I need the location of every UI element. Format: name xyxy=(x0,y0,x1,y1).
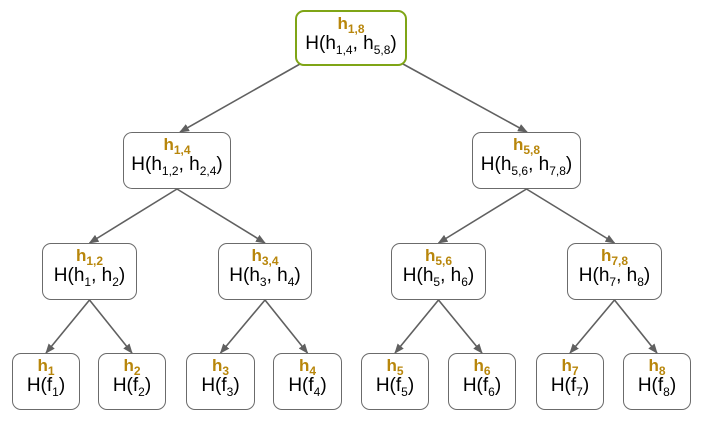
node-formula: H(f4) xyxy=(288,375,327,399)
node-h5-8: h5,8 H(h5,6, h7,8) xyxy=(472,132,581,189)
edge-h12-to-h2 xyxy=(88,299,133,354)
node-label: h8 xyxy=(648,356,666,378)
node-label: h4 xyxy=(298,356,317,378)
node-formula: H(f2) xyxy=(112,375,152,399)
node-h1-4: h1,4 H(h1,2, h2,4) xyxy=(123,132,231,189)
leaf-node-h2: h2 H(f2) xyxy=(98,353,166,410)
leaf-node-h7: h7 H(f7) xyxy=(536,353,604,410)
node-label: h1,8 xyxy=(337,14,365,36)
node-label: h3,4 xyxy=(251,246,279,268)
node-formula: H(f1) xyxy=(26,375,66,399)
node-formula: H(h5,6, h7,8) xyxy=(480,154,573,178)
node-label: h1,4 xyxy=(163,135,191,157)
node-label: h5 xyxy=(386,356,404,378)
edge-h34-to-h3 xyxy=(219,299,266,354)
node-formula: H(f6) xyxy=(462,375,502,399)
edge-h34-to-h4 xyxy=(264,299,309,354)
node-formula: H(h1,4, h5,8) xyxy=(305,33,397,57)
node-formula: H(f7) xyxy=(550,375,590,399)
node-label: h7,8 xyxy=(600,246,629,268)
leaf-node-h1: h1 H(f1) xyxy=(12,353,80,410)
edge-h12-to-h1 xyxy=(45,299,91,354)
node-h7-8: h7,8 H(h7, h8) xyxy=(567,243,662,300)
leaf-node-h4: h4 H(f4) xyxy=(273,353,342,410)
node-h1-8-root: h1,8 H(h1,4, h5,8) xyxy=(295,10,407,66)
node-formula: H(h1,2, h2,4) xyxy=(131,154,223,178)
node-h1-2: h1,2 H(h1, h2) xyxy=(42,243,137,300)
edge-h78-to-h8 xyxy=(613,299,658,354)
node-formula: H(h1, h2) xyxy=(53,265,126,289)
edge-h18-to-h58 xyxy=(402,63,528,133)
edge-h14-to-h34 xyxy=(176,188,266,244)
node-formula: H(h3, h4) xyxy=(229,265,301,289)
node-label: h6 xyxy=(473,356,491,378)
node-formula: H(f3) xyxy=(201,375,240,399)
edge-h78-to-h7 xyxy=(569,299,616,354)
node-label: h7 xyxy=(561,356,579,378)
node-label: h3 xyxy=(211,356,230,378)
node-h3-4: h3,4 H(h3, h4) xyxy=(218,243,312,300)
leaf-node-h6: h6 H(f6) xyxy=(448,353,516,410)
node-formula: H(h7, h8) xyxy=(578,265,651,289)
node-label: h5,8 xyxy=(512,135,541,157)
node-label: h2 xyxy=(123,356,141,378)
node-formula: H(f5) xyxy=(375,375,415,399)
node-label: h1,2 xyxy=(75,246,104,268)
edge-h58-to-h56 xyxy=(437,188,527,244)
node-formula: H(h5, h6) xyxy=(402,265,475,289)
node-h5-6: h5,6 H(h5, h6) xyxy=(391,243,486,300)
edge-h56-to-h6 xyxy=(437,299,483,354)
node-label: h5,6 xyxy=(424,246,453,268)
leaf-node-h8: h8 H(f8) xyxy=(623,353,691,410)
edge-h14-to-h12 xyxy=(88,188,178,244)
edge-h56-to-h5 xyxy=(394,299,440,354)
node-label: h1 xyxy=(37,356,55,378)
leaf-node-h5: h5 H(f5) xyxy=(361,353,429,410)
leaf-node-h3: h3 H(f3) xyxy=(186,353,255,410)
edge-h18-to-h14 xyxy=(179,63,301,133)
edge-h58-to-h78 xyxy=(526,188,616,244)
node-formula: H(f8) xyxy=(637,375,677,399)
